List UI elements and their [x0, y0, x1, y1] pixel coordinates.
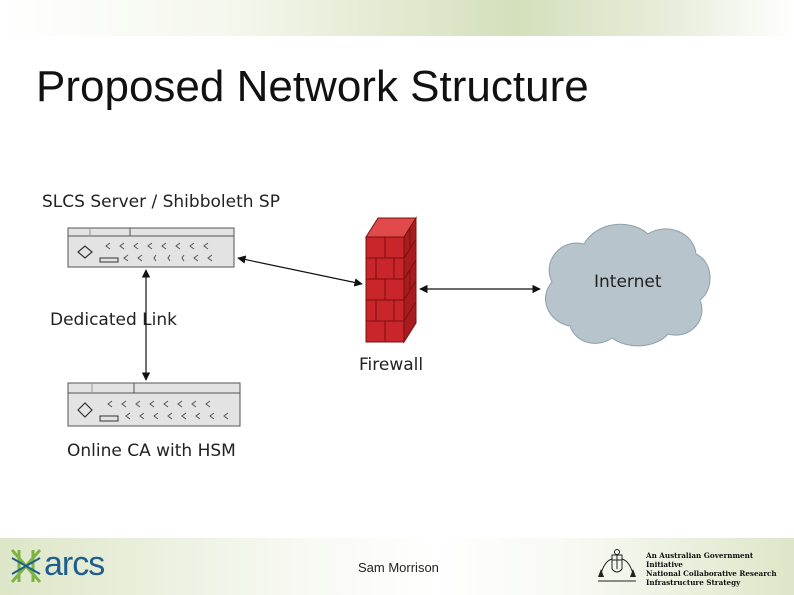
dedicated-link-label: Dedicated Link — [50, 310, 177, 330]
gov-initiative-line: An Australian Government Initiative — [646, 551, 754, 569]
ncris-line-2: Infrastructure Strategy — [646, 578, 741, 587]
bottom-accent-band — [0, 538, 794, 595]
government-initiative-text: An Australian Government Initiative Nati… — [646, 551, 792, 587]
online-ca-label: Online CA with HSM — [67, 441, 236, 461]
arcs-logo-icon — [10, 549, 42, 583]
slide-title: Proposed Network Structure — [36, 62, 589, 111]
slcs-server-icon — [67, 227, 235, 268]
government-crest-icon — [598, 549, 636, 582]
cloud-icon — [545, 223, 711, 347]
firewall-icon — [365, 216, 417, 344]
server-firewall-arrow — [237, 255, 363, 287]
online-ca-server-icon — [67, 382, 241, 427]
top-accent-band — [0, 0, 794, 36]
internet-label: Internet — [594, 272, 662, 292]
slcs-server-label: SLCS Server / Shibboleth SP — [42, 192, 280, 212]
presenter-name: Sam Morrison — [358, 560, 439, 575]
arcs-logo-text: arcs — [44, 545, 105, 583]
firewall-label: Firewall — [359, 355, 423, 375]
ncris-line-1: National Collaborative Research — [646, 569, 777, 578]
